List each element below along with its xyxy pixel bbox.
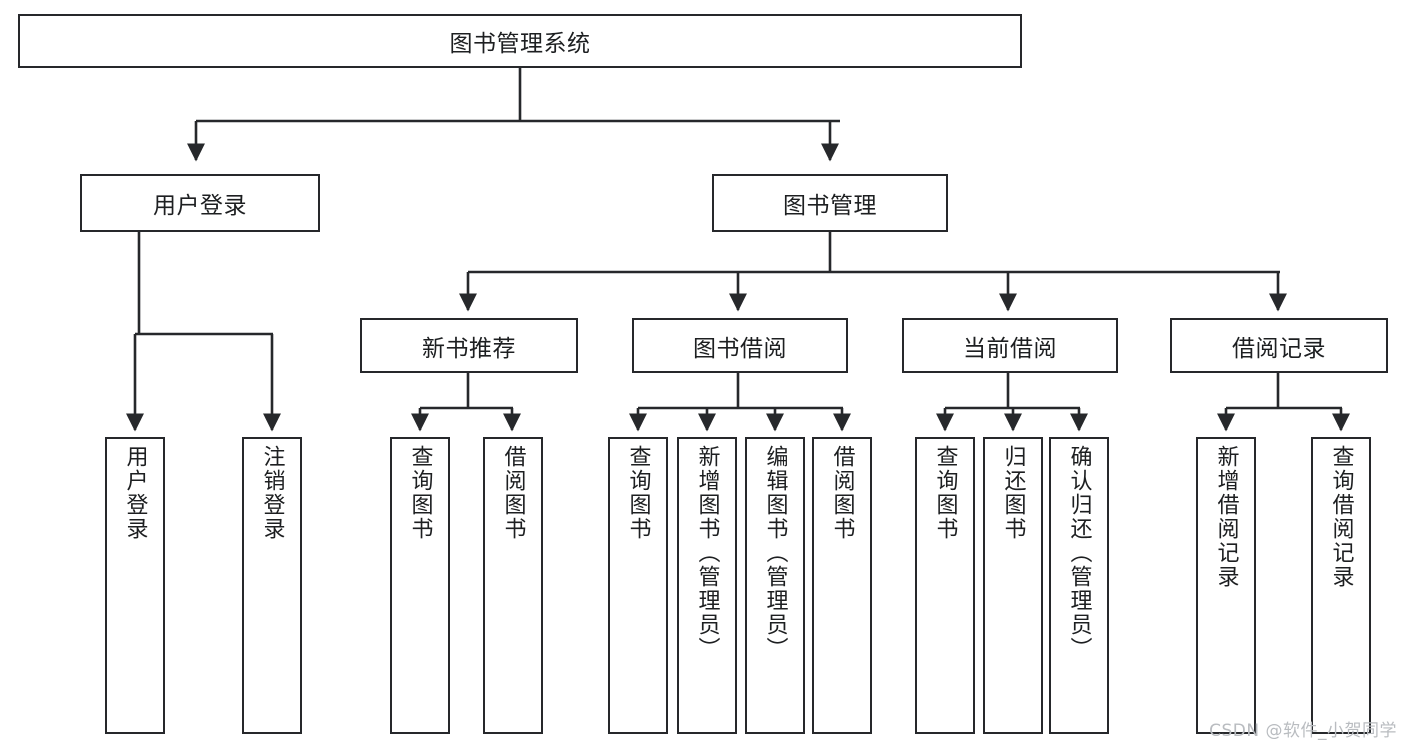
node-book-management[interactable]: 图书管理 bbox=[712, 174, 948, 232]
leaf-query-book-2[interactable]: 查询图书 bbox=[608, 437, 668, 734]
node-book-borrow-label: 图书借阅 bbox=[693, 335, 787, 362]
leaf-edit-book-admin-label: 编辑图书（管理员） bbox=[762, 445, 788, 661]
leaf-borrow-book-2-label: 借阅图书 bbox=[829, 445, 855, 541]
node-root[interactable]: 图书管理系统 bbox=[18, 14, 1022, 68]
leaf-borrow-book-2[interactable]: 借阅图书 bbox=[812, 437, 872, 734]
leaf-add-book-admin[interactable]: 新增图书（管理员） bbox=[677, 437, 737, 734]
node-new-book-recommend[interactable]: 新书推荐 bbox=[360, 318, 578, 373]
leaf-edit-book-admin[interactable]: 编辑图书（管理员） bbox=[745, 437, 805, 734]
leaf-add-book-admin-label: 新增图书（管理员） bbox=[694, 445, 720, 661]
leaf-query-book-1-label: 查询图书 bbox=[407, 445, 433, 541]
leaf-user-login[interactable]: 用户登录 bbox=[105, 437, 165, 734]
node-current-borrow-label: 当前借阅 bbox=[963, 335, 1057, 362]
leaf-confirm-return-admin[interactable]: 确认归还（管理员） bbox=[1049, 437, 1109, 734]
leaf-query-book-3-label: 查询图书 bbox=[932, 445, 958, 541]
node-current-borrow[interactable]: 当前借阅 bbox=[902, 318, 1118, 373]
leaf-borrow-book-1[interactable]: 借阅图书 bbox=[483, 437, 543, 734]
node-borrow-record[interactable]: 借阅记录 bbox=[1170, 318, 1388, 373]
node-user-login[interactable]: 用户登录 bbox=[80, 174, 320, 232]
leaf-return-book[interactable]: 归还图书 bbox=[983, 437, 1043, 734]
leaf-logout-login[interactable]: 注销登录 bbox=[242, 437, 302, 734]
leaf-confirm-return-admin-label: 确认归还（管理员） bbox=[1066, 445, 1092, 661]
leaf-add-borrow-record-label: 新增借阅记录 bbox=[1213, 445, 1239, 589]
node-user-login-label: 用户登录 bbox=[153, 193, 247, 219]
leaf-query-book-3[interactable]: 查询图书 bbox=[915, 437, 975, 734]
node-new-book-recommend-label: 新书推荐 bbox=[422, 335, 516, 362]
leaf-user-login-label: 用户登录 bbox=[122, 445, 148, 541]
leaf-query-borrow-record-label: 查询借阅记录 bbox=[1328, 445, 1354, 589]
leaf-query-book-2-label: 查询图书 bbox=[625, 445, 651, 541]
leaf-query-book-1[interactable]: 查询图书 bbox=[390, 437, 450, 734]
leaf-query-borrow-record[interactable]: 查询借阅记录 bbox=[1311, 437, 1371, 734]
node-borrow-record-label: 借阅记录 bbox=[1232, 335, 1326, 362]
node-book-borrow[interactable]: 图书借阅 bbox=[632, 318, 848, 373]
csdn-watermark: CSDN @软件_小贺同学 bbox=[1209, 721, 1397, 741]
node-root-label: 图书管理系统 bbox=[449, 31, 591, 57]
leaf-logout-login-label: 注销登录 bbox=[259, 445, 285, 541]
leaf-add-borrow-record[interactable]: 新增借阅记录 bbox=[1196, 437, 1256, 734]
node-book-management-label: 图书管理 bbox=[783, 193, 877, 219]
leaf-borrow-book-1-label: 借阅图书 bbox=[500, 445, 526, 541]
leaf-return-book-label: 归还图书 bbox=[1000, 445, 1026, 541]
